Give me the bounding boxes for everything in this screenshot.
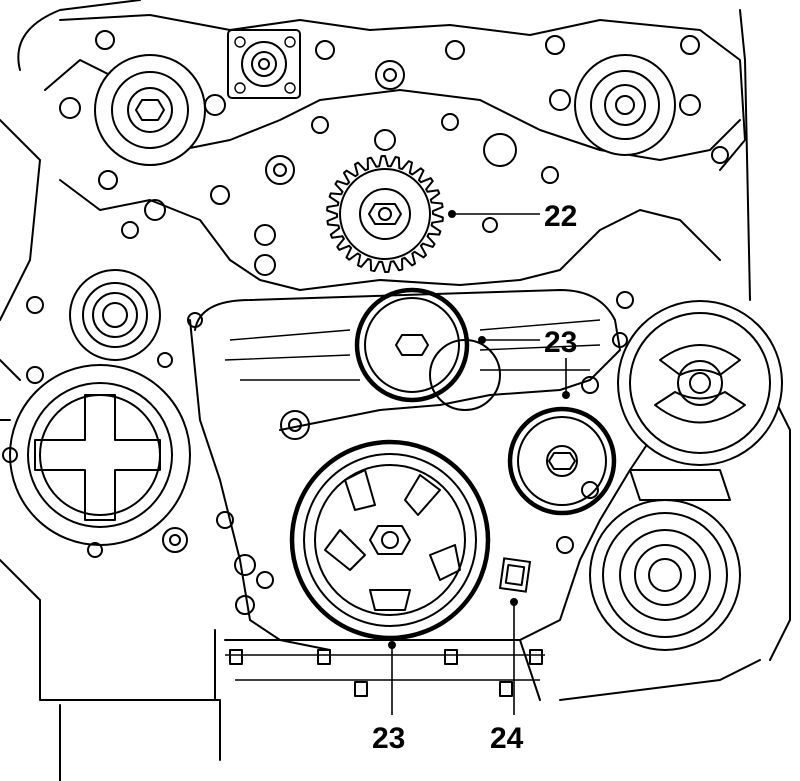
upper-right-pulley — [545, 35, 701, 156]
callout-23-upper: 23 — [544, 326, 577, 359]
alternator-pulley-left — [2, 352, 191, 558]
top-bolts — [265, 40, 729, 185]
crankshaft-sprocket — [326, 155, 444, 273]
callout-24: 24 — [490, 722, 524, 755]
left-tensioner-bearing — [26, 185, 276, 361]
tensioner-pulley-lower — [507, 376, 617, 554]
idler-pulley-upper — [354, 287, 486, 403]
callout-22: 22 — [544, 200, 577, 233]
lower-right-pulley — [589, 469, 741, 651]
top-square-housing — [227, 29, 301, 99]
sensor-block — [498, 557, 532, 606]
callout-23-lower: 23 — [372, 722, 405, 755]
right-pump-pulley — [617, 300, 783, 466]
upper-left-pulley — [59, 30, 226, 190]
lower-bolts — [162, 481, 599, 697]
crankshaft-pulley — [289, 439, 491, 649]
leader-lines — [391, 210, 567, 715]
